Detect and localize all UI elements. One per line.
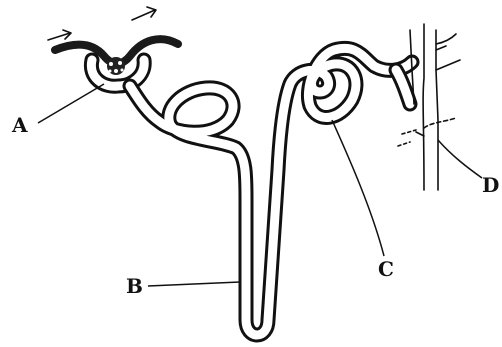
leader-line-b [148, 282, 240, 286]
label-d: D [482, 173, 499, 197]
label-a: A [11, 113, 28, 137]
label-b: B [126, 274, 143, 298]
leader-line-d [438, 140, 482, 178]
glomerulus [107, 57, 125, 75]
leader-line-c [332, 120, 384, 256]
arrow-right-icon [48, 30, 71, 40]
label-c: C [378, 257, 394, 281]
leader-line-a [38, 84, 104, 123]
arrow-right-icon [132, 7, 156, 20]
